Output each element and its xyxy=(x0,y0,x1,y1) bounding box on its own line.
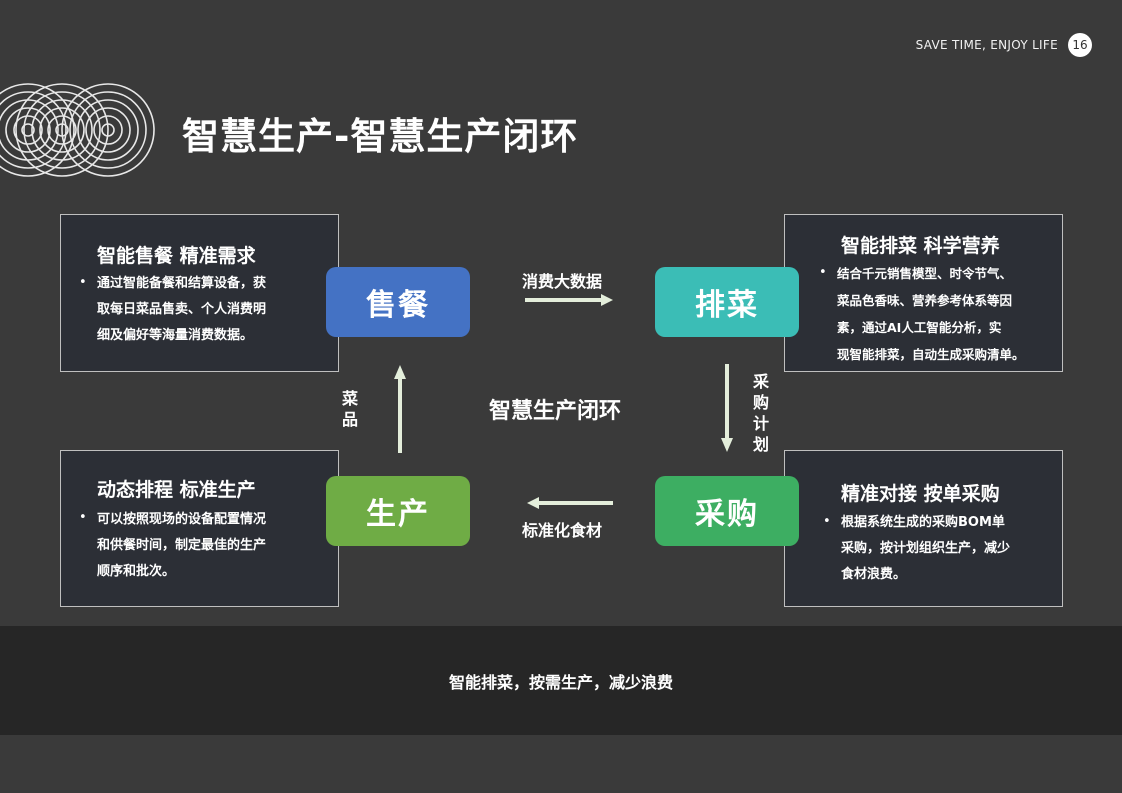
page-number: 16 xyxy=(1068,33,1092,57)
desc-line: 食材浪费。 xyxy=(841,567,907,582)
bullet-icon: • xyxy=(79,275,87,290)
desc-line: 结合千元销售模型、时令节气、 xyxy=(837,266,1013,281)
panel-menu-title: 智能排菜 科学营养 xyxy=(841,235,1000,257)
desc-line: 现智能排菜，自动生成采购清单。 xyxy=(837,347,1025,362)
arrow-up-icon xyxy=(394,365,406,453)
panel-sales: 智能售餐 精准需求 • 通过智能备餐和结算设备，获 取每日菜品售卖、个人消费明 … xyxy=(60,214,339,372)
center-label: 智慧生产闭环 xyxy=(489,399,622,424)
desc-line: 采购，按计划组织生产，减少 xyxy=(841,541,1011,556)
bullet-icon: • xyxy=(823,514,831,529)
flow-label-dishes: 菜品 xyxy=(341,389,358,429)
desc-line: 素，通过AI人工智能分析，实 xyxy=(837,320,1002,335)
panel-purchase: 精准对接 按单采购 • 根据系统生成的采购BOM单 采购，按计划组织生产，减少 … xyxy=(784,450,1063,607)
desc-line: 可以按照现场的设备配置情况 xyxy=(97,512,267,527)
footer-bar: 智能排菜，按需生产，减少浪费 xyxy=(0,626,1122,735)
desc-line: 和供餐时间，制定最佳的生产 xyxy=(97,538,267,553)
concentric-rings-icon xyxy=(0,83,155,177)
panel-production: 动态排程 标准生产 • 可以按照现场的设备配置情况 和供餐时间，制定最佳的生产 … xyxy=(60,450,339,607)
page-header: SAVE TIME, ENJOY LIFE 16 xyxy=(916,33,1092,57)
desc-line: 顺序和批次。 xyxy=(97,564,176,579)
desc-line: 根据系统生成的采购BOM单 xyxy=(841,515,1005,530)
flow-label-consumption-data: 消费大数据 xyxy=(522,272,603,291)
panel-sales-desc: 通过智能备餐和结算设备，获 取每日菜品售卖、个人消费明 细及偏好等海量消费数据。 xyxy=(97,271,266,349)
node-purchase: 采购 xyxy=(655,476,799,546)
panel-menu: 智能排菜 科学营养 • 结合千元销售模型、时令节气、 菜品色香味、营养参考体系等… xyxy=(784,214,1063,372)
panel-sales-title: 智能售餐 精准需求 xyxy=(97,245,256,267)
arrow-left-icon xyxy=(527,497,613,509)
panel-menu-desc: 结合千元销售模型、时令节气、 菜品色香味、营养参考体系等因 素，通过AI人工智能… xyxy=(837,260,1025,368)
panel-purchase-title: 精准对接 按单采购 xyxy=(841,483,1000,505)
node-menu: 排菜 xyxy=(655,267,799,337)
node-sales: 售餐 xyxy=(326,267,470,337)
arrow-down-icon xyxy=(721,364,733,452)
page-title: 智慧生产-智慧生产闭环 xyxy=(182,115,579,158)
desc-line: 细及偏好等海量消费数据。 xyxy=(97,328,254,343)
panel-production-title: 动态排程 标准生产 xyxy=(97,479,256,501)
arrow-right-icon xyxy=(525,294,613,306)
desc-line: 取每日菜品售卖、个人消费明 xyxy=(97,302,267,317)
slogan: SAVE TIME, ENJOY LIFE xyxy=(915,38,1058,52)
flow-label-purchase-plan: 采购计划 xyxy=(752,372,769,454)
flow-label-standard-ingredients: 标准化食材 xyxy=(522,521,603,540)
bullet-icon: • xyxy=(819,265,827,280)
desc-line: 菜品色香味、营养参考体系等因 xyxy=(837,293,1013,308)
footer-text: 智能排菜，按需生产，减少浪费 xyxy=(448,672,673,692)
bullet-icon: • xyxy=(79,510,87,525)
panel-production-desc: 可以按照现场的设备配置情况 和供餐时间，制定最佳的生产 顺序和批次。 xyxy=(97,507,266,585)
panel-purchase-desc: 根据系统生成的采购BOM单 采购，按计划组织生产，减少 食材浪费。 xyxy=(841,510,1010,588)
desc-line: 通过智能备餐和结算设备，获 xyxy=(97,276,267,291)
node-production: 生产 xyxy=(326,476,470,546)
